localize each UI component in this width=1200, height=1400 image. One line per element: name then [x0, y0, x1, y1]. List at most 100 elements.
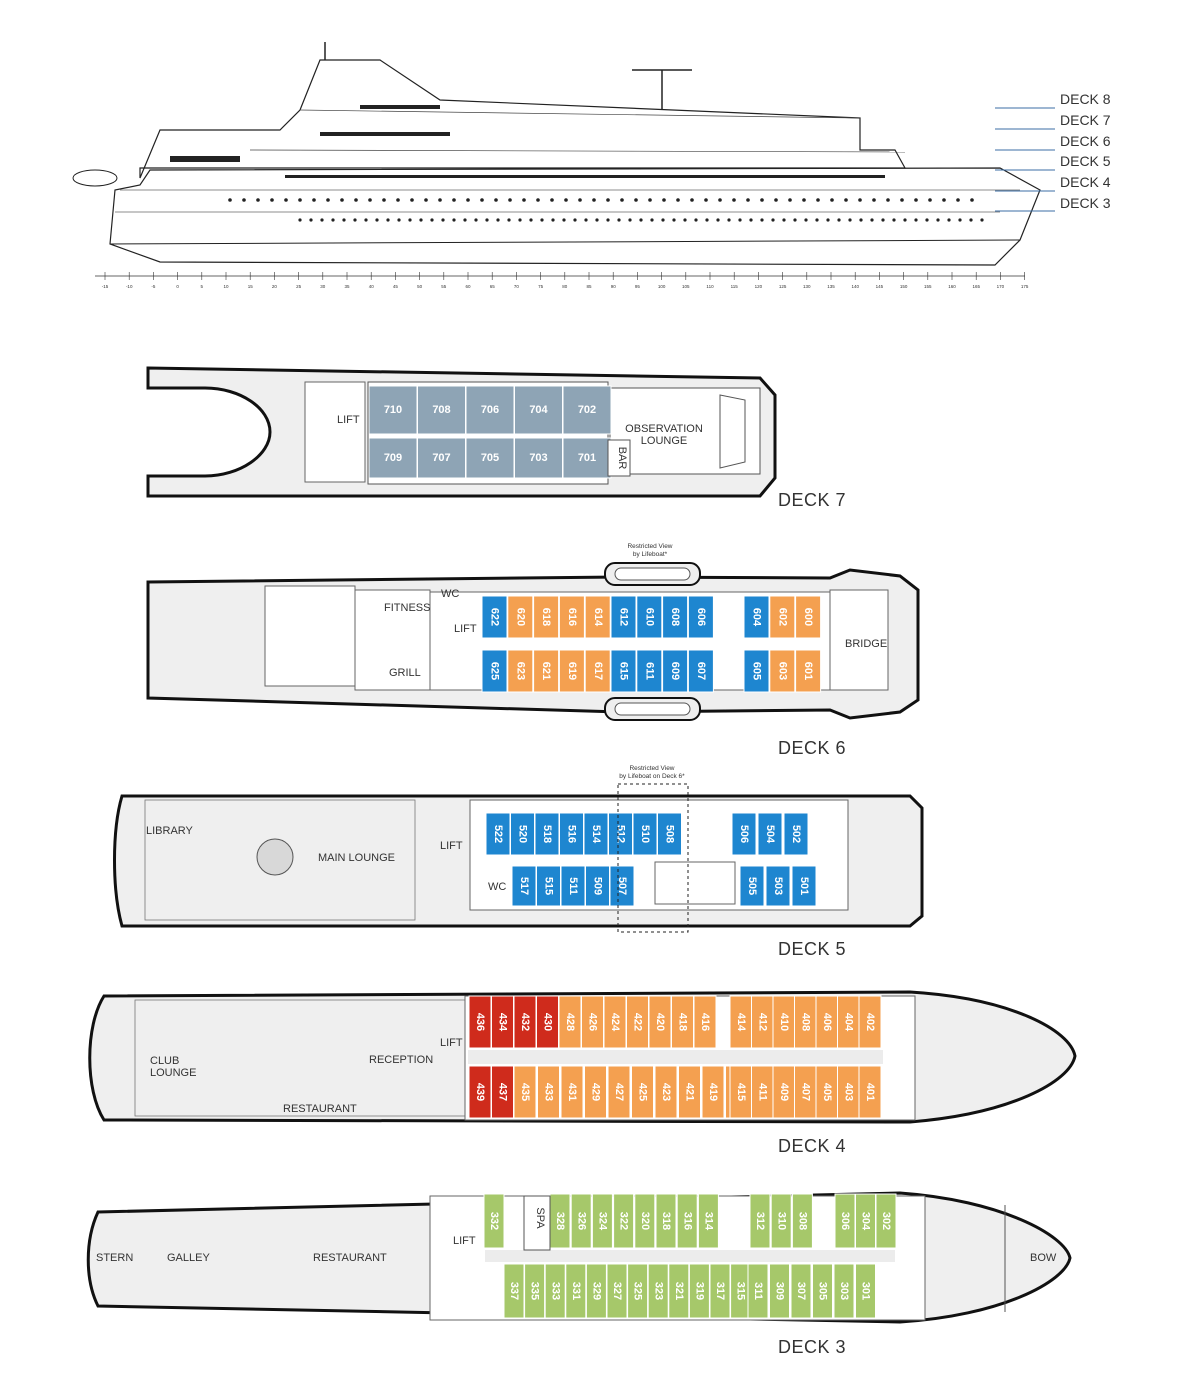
cabin-333[interactable]	[544, 1263, 566, 1319]
cabin-419[interactable]	[701, 1065, 725, 1119]
cabin-322[interactable]	[613, 1193, 635, 1249]
cabin-427[interactable]	[607, 1065, 631, 1119]
cabin-612[interactable]	[610, 595, 637, 639]
cabin-331[interactable]	[565, 1263, 587, 1319]
cabin-506[interactable]	[731, 812, 757, 856]
cabin-515[interactable]	[536, 865, 561, 907]
cabin-401[interactable]	[858, 1065, 882, 1119]
cabin-335[interactable]	[524, 1263, 546, 1319]
cabin-622[interactable]	[481, 595, 508, 639]
porthole	[430, 218, 434, 222]
cabin-321[interactable]	[668, 1263, 690, 1319]
cabin-505[interactable]	[739, 865, 765, 907]
cabin-433[interactable]	[537, 1065, 560, 1119]
cabin-323[interactable]	[647, 1263, 669, 1319]
frame-number: 105	[682, 284, 690, 289]
cabin-301[interactable]	[855, 1263, 876, 1319]
cabin-508[interactable]	[657, 812, 682, 856]
cabin-305[interactable]	[812, 1263, 833, 1319]
cabin-605[interactable]	[743, 649, 770, 693]
cabin-614[interactable]	[584, 595, 611, 639]
cabin-302[interactable]	[875, 1193, 897, 1249]
cabin-617[interactable]	[584, 649, 611, 693]
cabin-320[interactable]	[634, 1193, 656, 1249]
cabin-319[interactable]	[688, 1263, 710, 1319]
cabin-435[interactable]	[513, 1065, 537, 1119]
cabin-710[interactable]	[368, 385, 418, 435]
cabin-709[interactable]	[368, 437, 418, 479]
cabin-303[interactable]	[833, 1263, 855, 1319]
cabin-607[interactable]	[687, 649, 714, 693]
cabin-703[interactable]	[514, 437, 563, 479]
cabin-317[interactable]	[709, 1263, 731, 1319]
cabin-402[interactable]	[858, 995, 882, 1049]
cabin-620[interactable]	[507, 595, 534, 639]
cabin-318[interactable]	[655, 1193, 677, 1249]
cabin-606[interactable]	[687, 595, 714, 639]
cabin-503[interactable]	[765, 865, 791, 907]
cabin-704[interactable]	[514, 385, 563, 435]
cabin-702[interactable]	[562, 385, 612, 435]
cabin-329[interactable]	[585, 1263, 607, 1319]
cabin-602[interactable]	[769, 595, 796, 639]
cabin-601[interactable]	[795, 649, 822, 693]
cabin-311[interactable]	[747, 1263, 769, 1319]
porthole	[980, 218, 984, 222]
cabin-337[interactable]	[503, 1263, 525, 1319]
cabin-623[interactable]	[507, 649, 534, 693]
cabin-316[interactable]	[676, 1193, 698, 1249]
cabin-423[interactable]	[654, 1065, 678, 1119]
porthole	[485, 218, 489, 222]
cabin-516[interactable]	[559, 812, 584, 856]
cabin-615[interactable]	[610, 649, 637, 693]
cabin-502[interactable]	[783, 812, 809, 856]
porthole	[816, 198, 820, 202]
cabin-707[interactable]	[417, 437, 466, 479]
cabin-621[interactable]	[533, 649, 560, 693]
cabin-520[interactable]	[510, 812, 535, 856]
cabin-705[interactable]	[465, 437, 515, 479]
cabin-507[interactable]	[609, 865, 635, 907]
cabin-514[interactable]	[583, 812, 609, 856]
porthole	[452, 198, 456, 202]
deck-5-main-lounge-label: MAIN LOUNGE	[318, 852, 395, 864]
cabin-416[interactable]	[693, 995, 717, 1049]
cabin-625[interactable]	[481, 649, 508, 693]
cabin-608[interactable]	[662, 595, 689, 639]
porthole	[508, 198, 512, 202]
cabin-429[interactable]	[584, 1065, 607, 1119]
cabin-312[interactable]	[749, 1193, 771, 1249]
cabin-307[interactable]	[790, 1263, 812, 1319]
cabin-616[interactable]	[558, 595, 585, 639]
cabin-425[interactable]	[631, 1065, 654, 1119]
cabin-421[interactable]	[678, 1065, 701, 1119]
cabin-501[interactable]	[791, 865, 817, 907]
cabin-308[interactable]	[791, 1193, 813, 1249]
cabin-324[interactable]	[591, 1193, 613, 1249]
cabin-327[interactable]	[606, 1263, 628, 1319]
cabin-619[interactable]	[558, 649, 585, 693]
cabin-504[interactable]	[757, 812, 783, 856]
cabin-310[interactable]	[770, 1193, 792, 1249]
cabin-609[interactable]	[662, 649, 689, 693]
cabin-611[interactable]	[636, 649, 663, 693]
cabin-309[interactable]	[769, 1263, 790, 1319]
cabin-332[interactable]	[483, 1193, 505, 1249]
cabin-701[interactable]	[562, 437, 612, 479]
cabin-431[interactable]	[560, 1065, 584, 1119]
cabin-618[interactable]	[533, 595, 560, 639]
cabin-603[interactable]	[769, 649, 796, 693]
cabin-708[interactable]	[417, 385, 466, 435]
cabin-325[interactable]	[627, 1263, 649, 1319]
cabin-314[interactable]	[697, 1193, 719, 1249]
cabin-326[interactable]	[570, 1193, 592, 1249]
porthole	[749, 218, 753, 222]
cabin-511[interactable]	[560, 865, 586, 907]
cabin-label: 503	[772, 877, 784, 895]
cabin-510[interactable]	[632, 812, 658, 856]
cabin-604[interactable]	[743, 595, 770, 639]
cabin-610[interactable]	[636, 595, 663, 639]
cabin-600[interactable]	[795, 595, 822, 639]
